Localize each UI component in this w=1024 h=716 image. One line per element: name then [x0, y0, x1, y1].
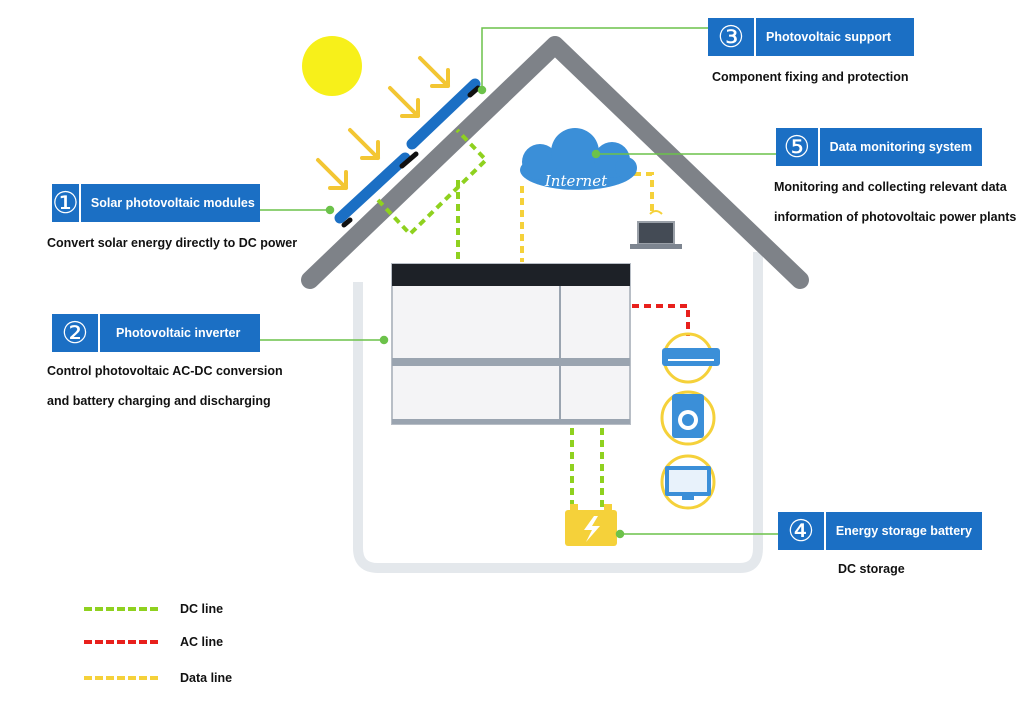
sun-rays — [316, 56, 450, 190]
internet-cloud: Internet — [520, 128, 637, 190]
solar-panels — [334, 78, 481, 228]
internet-label: Internet — [544, 172, 608, 190]
legend-ac-line: AC line — [84, 633, 223, 651]
callout-lines — [260, 27, 778, 539]
sun — [302, 36, 362, 96]
callout-desc-inverter: Control photovoltaic AC-DC conversion an… — [47, 364, 283, 408]
ac-line — [632, 304, 690, 336]
washing-machine-icon — [660, 390, 716, 446]
callout-inverter: ② Photovoltaic inverter — [52, 314, 260, 352]
legend-label: Data line — [180, 671, 233, 685]
panel-bracket — [399, 151, 419, 169]
legend-label: AC line — [180, 635, 224, 649]
sun-ray-arrow — [418, 56, 450, 88]
roof — [301, 36, 809, 289]
sun-ray-arrow — [316, 158, 348, 190]
legend-dc-line: DC line — [84, 600, 223, 618]
legend-data-line: Data line — [84, 669, 232, 687]
legend-swatch — [84, 607, 158, 611]
callout-title: Photovoltaic inverter — [116, 326, 241, 340]
air-conditioner-icon — [662, 332, 720, 384]
callout-desc-pv-support: Component fixing and protection — [712, 70, 909, 84]
callout-title: Data monitoring system — [829, 140, 972, 154]
callout-number: ④ — [778, 512, 826, 550]
legend-swatch — [84, 640, 158, 644]
sun-ray-arrow — [388, 86, 420, 118]
callout-number: ① — [52, 184, 81, 222]
solar-panel — [334, 152, 411, 224]
callout-number: ③ — [708, 18, 756, 56]
sun-ray-arrow — [348, 128, 380, 160]
callout-title: Energy storage battery — [835, 524, 972, 538]
laptop-icon — [630, 210, 682, 249]
callout-monitoring: ⑤ Data monitoring system — [776, 128, 982, 166]
dc-lines — [376, 128, 604, 508]
callout-number: ⑤ — [776, 128, 820, 166]
callout-battery: ④ Energy storage battery — [778, 512, 982, 550]
battery-icon — [565, 504, 617, 546]
inverter-cabinet — [391, 263, 631, 425]
callout-title: Photovoltaic support — [766, 30, 891, 44]
data-lines — [520, 172, 654, 262]
callout-pv-support: ③ Photovoltaic support — [708, 18, 914, 56]
callout-solar-modules: ① Solar photovoltaic modules — [52, 184, 260, 222]
callout-title: Solar photovoltaic modules — [90, 196, 255, 210]
legend-label: DC line — [180, 602, 224, 616]
tv-icon — [660, 454, 716, 510]
callout-number: ② — [52, 314, 100, 352]
house-wall-outline — [353, 252, 763, 573]
legend-swatch — [84, 676, 158, 680]
solar-panel — [406, 78, 481, 150]
callout-desc-solar-modules: Convert solar energy directly to DC powe… — [47, 236, 298, 250]
callout-desc-battery: DC storage — [838, 562, 905, 576]
panel-bracket — [341, 217, 353, 228]
panel-bracket — [467, 85, 481, 98]
callout-desc-monitoring: Monitoring and collecting relevant data … — [774, 180, 1017, 224]
